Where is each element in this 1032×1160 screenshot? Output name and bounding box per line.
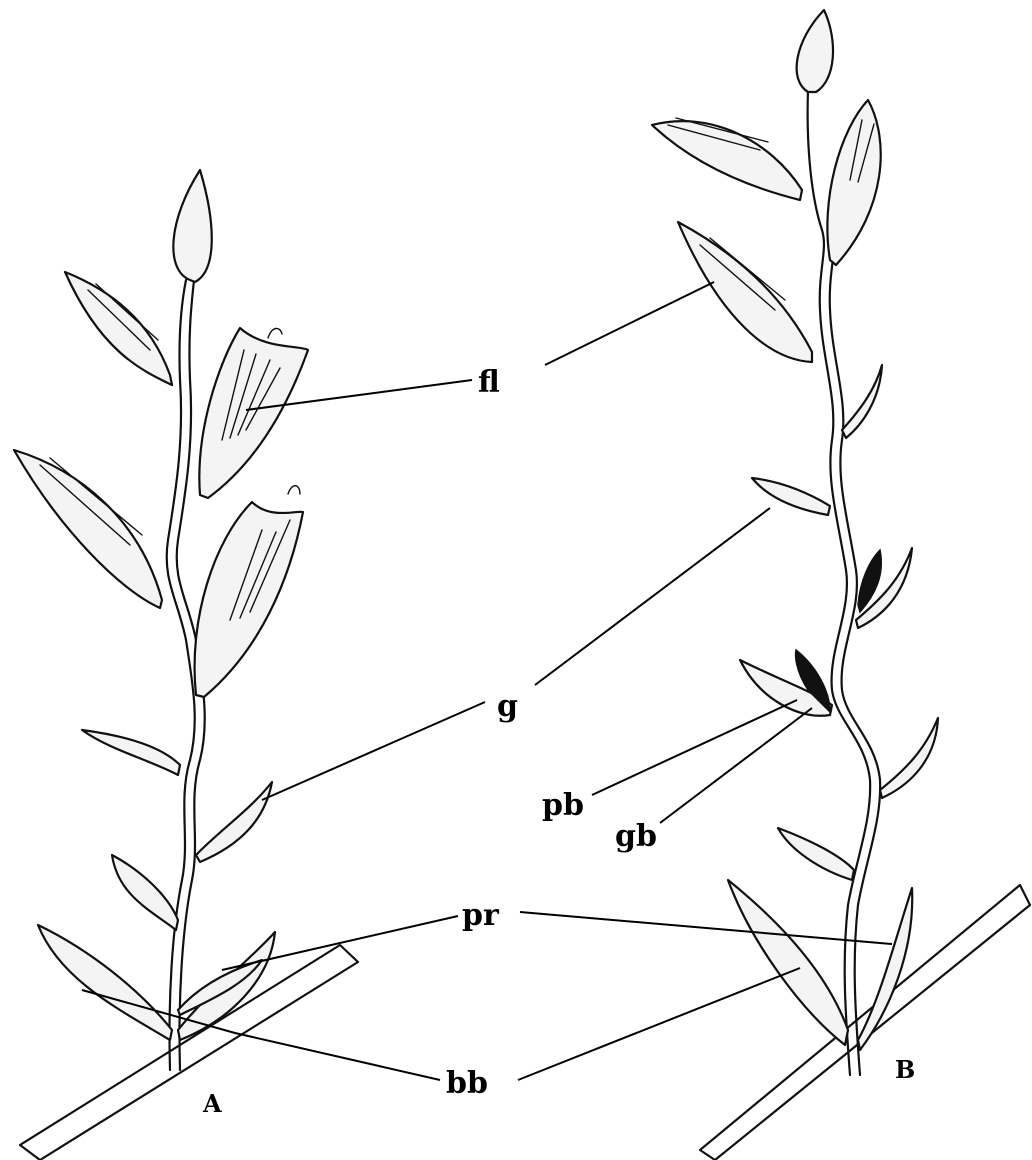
- leaf-b-4: [842, 365, 882, 438]
- basal-bract-left-a: [38, 925, 172, 1040]
- flower-a-left-upper: [65, 272, 172, 385]
- flower-b-lower: [678, 222, 812, 362]
- label-bb: bb: [446, 1066, 488, 1101]
- panel-label-b: B: [895, 1055, 915, 1084]
- flower-b-upper-right: [827, 100, 880, 265]
- flower-a-middle: [195, 502, 303, 697]
- specimen-b: [652, 10, 1030, 1160]
- leader-fl-b: [545, 282, 714, 365]
- label-pr: pr: [462, 898, 500, 933]
- leaf-b-2: [880, 718, 938, 798]
- specimen-a: [14, 170, 358, 1160]
- terminal-bud-a: [173, 170, 211, 282]
- panel-label-a: A: [202, 1089, 222, 1118]
- leader-g-a: [262, 702, 485, 800]
- leaf-b-3: [752, 478, 830, 515]
- basal-bract-left-b: [728, 880, 848, 1045]
- flower-b-upper-left: [652, 121, 802, 200]
- leader-gb: [660, 708, 812, 823]
- basal-bract-right-b: [858, 888, 912, 1050]
- leader-pr-b: [520, 912, 892, 944]
- label-pb: pb: [542, 788, 584, 823]
- label-g: g: [497, 689, 518, 724]
- label-fl: fl: [478, 365, 500, 400]
- label-gb: gb: [615, 819, 657, 854]
- leader-pb: [592, 700, 797, 795]
- flower-a-upper: [199, 328, 308, 498]
- gall-leaf-a: [196, 782, 272, 862]
- leaf-a-2: [82, 730, 180, 775]
- leader-g-b: [535, 508, 770, 685]
- host-branch-a: [20, 945, 358, 1160]
- terminal-bud-b: [797, 10, 833, 92]
- leader-bb-b: [518, 968, 800, 1080]
- leaf-a-1: [112, 855, 178, 930]
- leaf-b-1: [778, 828, 854, 880]
- flower-a-left-lower: [14, 450, 162, 608]
